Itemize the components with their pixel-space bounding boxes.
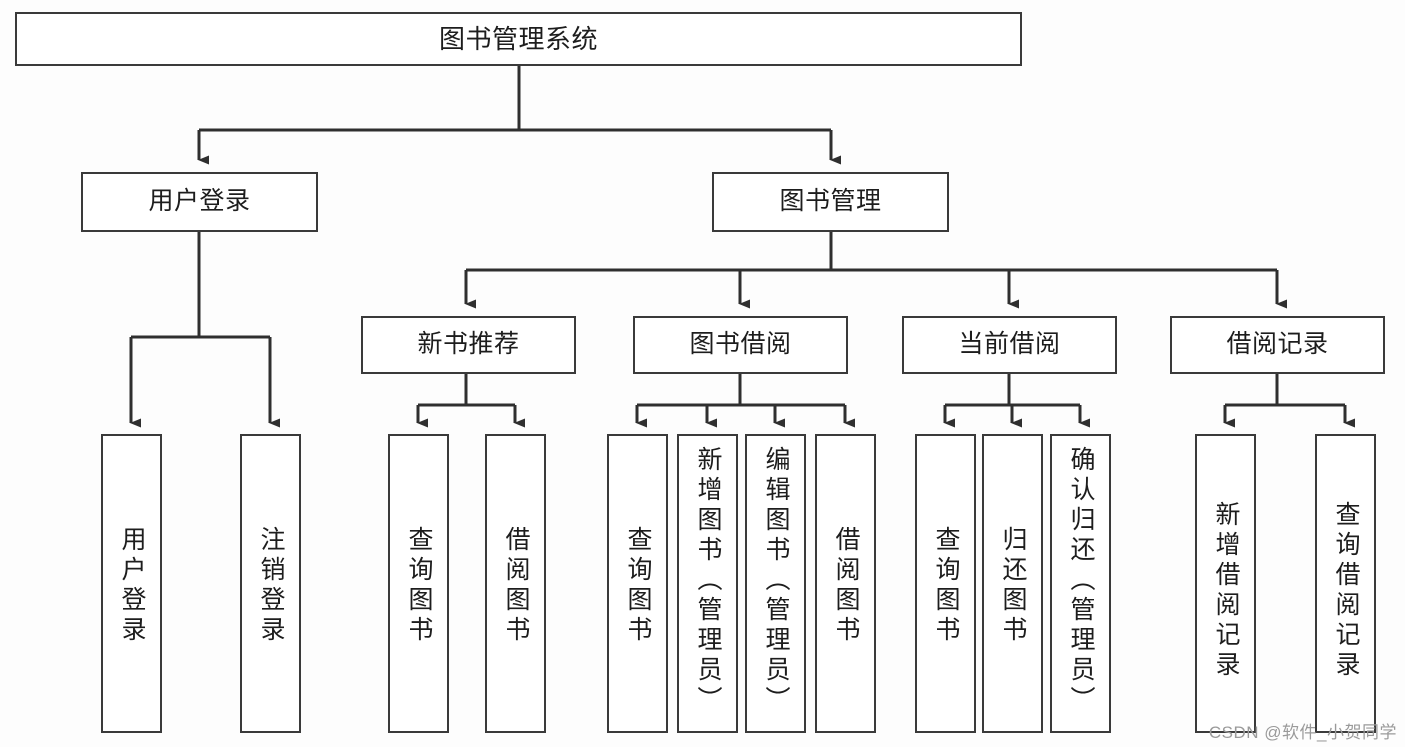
node-user-login[interactable]: 用户登录 [81, 172, 318, 232]
node-leaf-confirm-return[interactable]: 确认归还（管理员） [1050, 434, 1111, 733]
node-leaf-add-book[interactable]: 新增图书（管理员） [677, 434, 738, 733]
node-book-borrow-label: 图书借阅 [689, 330, 792, 359]
node-current-borrow[interactable]: 当前借阅 [902, 316, 1117, 374]
node-leaf-user-login[interactable]: 用户登录 [101, 434, 162, 733]
node-leaf-query-record-label: 查询借阅记录 [1332, 501, 1360, 681]
node-leaf-add-record[interactable]: 新增借阅记录 [1195, 434, 1256, 733]
node-root-label: 图书管理系统 [438, 23, 598, 54]
node-leaf-confirm-return-label: 确认归还（管理员） [1067, 446, 1095, 716]
node-leaf-borrow-book-1[interactable]: 借阅图书 [485, 434, 546, 733]
node-leaf-add-record-label: 新增借阅记录 [1212, 501, 1240, 681]
node-book-manage-label: 图书管理 [779, 187, 882, 216]
node-root[interactable]: 图书管理系统 [15, 12, 1022, 66]
node-leaf-logout[interactable]: 注销登录 [240, 434, 301, 733]
node-book-borrow[interactable]: 图书借阅 [633, 316, 848, 374]
node-leaf-borrow-book-2-label: 借阅图书 [832, 526, 860, 646]
node-borrow-record-label: 借阅记录 [1226, 330, 1329, 359]
node-leaf-edit-book-label: 编辑图书（管理员） [762, 446, 790, 716]
node-leaf-query-book-3-label: 查询图书 [932, 526, 960, 646]
node-leaf-edit-book[interactable]: 编辑图书（管理员） [745, 434, 806, 733]
watermark: CSDN @软件_小贺同学 [1208, 723, 1397, 742]
node-leaf-query-record[interactable]: 查询借阅记录 [1315, 434, 1376, 733]
node-leaf-borrow-book-2[interactable]: 借阅图书 [815, 434, 876, 733]
node-leaf-query-book-2[interactable]: 查询图书 [607, 434, 668, 733]
node-leaf-query-book-2-label: 查询图书 [624, 526, 652, 646]
node-leaf-logout-label: 注销登录 [257, 526, 285, 646]
node-leaf-return-book[interactable]: 归还图书 [982, 434, 1043, 733]
node-leaf-query-book-1[interactable]: 查询图书 [388, 434, 449, 733]
node-leaf-return-book-label: 归还图书 [999, 526, 1027, 646]
node-new-book-recommend-label: 新书推荐 [417, 330, 520, 359]
node-leaf-add-book-label: 新增图书（管理员） [694, 446, 722, 716]
node-new-book-recommend[interactable]: 新书推荐 [361, 316, 576, 374]
node-leaf-user-login-label: 用户登录 [118, 526, 146, 646]
node-book-manage[interactable]: 图书管理 [712, 172, 949, 232]
node-leaf-query-book-3[interactable]: 查询图书 [915, 434, 976, 733]
node-leaf-borrow-book-1-label: 借阅图书 [502, 526, 530, 646]
node-leaf-query-book-1-label: 查询图书 [405, 526, 433, 646]
node-current-borrow-label: 当前借阅 [958, 330, 1061, 359]
node-borrow-record[interactable]: 借阅记录 [1170, 316, 1385, 374]
node-user-login-label: 用户登录 [148, 187, 251, 216]
